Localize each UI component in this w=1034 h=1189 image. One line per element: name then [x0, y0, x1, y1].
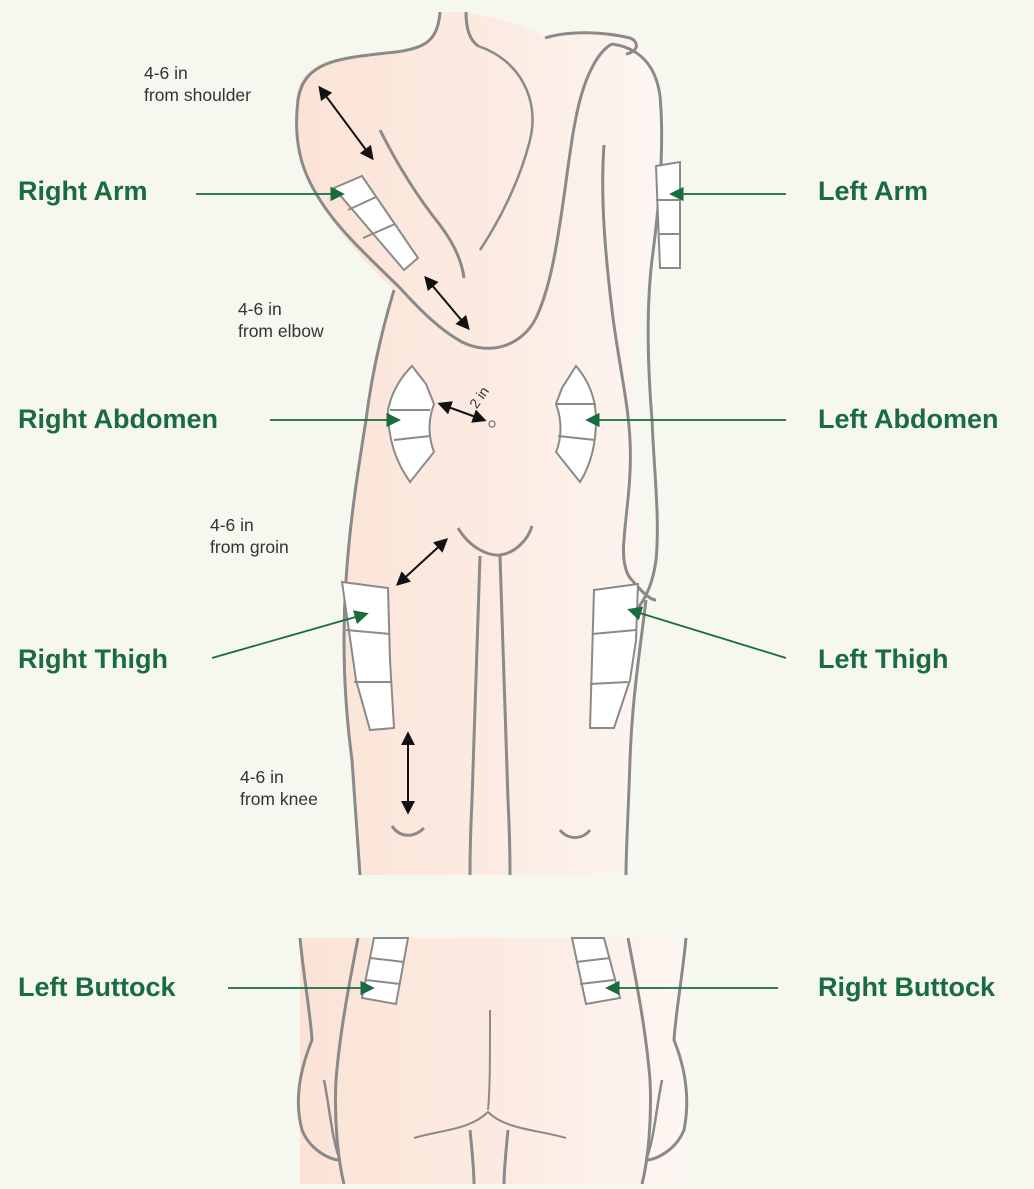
back-body	[298, 938, 686, 1184]
shoulder-distance-value: 4-6 in	[144, 62, 251, 84]
shoulder-distance-label: 4-6 in from shoulder	[144, 62, 251, 106]
right-buttock-label: Right Buttock	[818, 972, 995, 1003]
groin-distance-label: 4-6 in from groin	[210, 514, 289, 558]
left-arm-zone	[656, 162, 680, 268]
left-abdomen-label: Left Abdomen	[818, 404, 998, 435]
knee-distance-ref: from knee	[240, 788, 318, 810]
groin-distance-value: 4-6 in	[210, 514, 289, 536]
knee-distance-value: 4-6 in	[240, 766, 318, 788]
right-arm-label: Right Arm	[18, 176, 148, 207]
shoulder-distance-ref: from shoulder	[144, 84, 251, 106]
elbow-distance-ref: from elbow	[238, 320, 324, 342]
knee-distance-label: 4-6 in from knee	[240, 766, 318, 810]
left-arm-label: Left Arm	[818, 176, 928, 207]
elbow-distance-label: 4-6 in from elbow	[238, 298, 324, 342]
elbow-distance-value: 4-6 in	[238, 298, 324, 320]
left-thigh-label: Left Thigh	[818, 644, 948, 675]
left-thigh-leader	[630, 610, 786, 658]
right-abdomen-label: Right Abdomen	[18, 404, 218, 435]
right-thigh-label: Right Thigh	[18, 644, 168, 675]
front-body	[295, 12, 663, 875]
groin-distance-ref: from groin	[210, 536, 289, 558]
left-buttock-label: Left Buttock	[18, 972, 176, 1003]
